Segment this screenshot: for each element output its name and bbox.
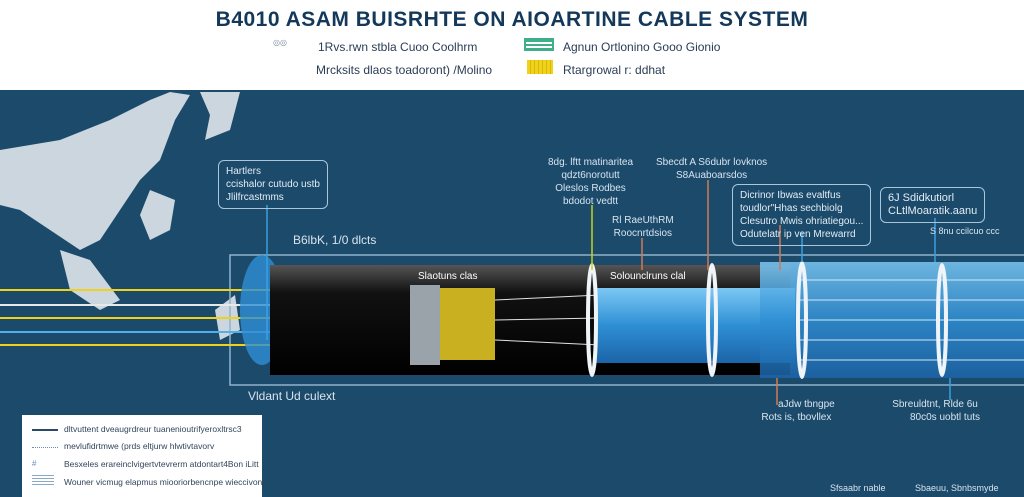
annotation-1: 8dg. lftt matinaritea qdzt6norotutt Oles… xyxy=(548,156,633,208)
asia-map xyxy=(0,92,240,340)
legend-item: Agnun Ortlonino Gooo Gionio xyxy=(563,40,721,54)
annotation-line: qdzt6norotutt xyxy=(561,170,620,181)
annotation-line: Sbecdt A S6dubr lovknos xyxy=(656,157,768,168)
incoming-fiber-lines xyxy=(0,289,270,346)
callout-line: Hartlers xyxy=(226,166,262,177)
legend-row: mevlufidrtmwe (prds eltjurw hlwtivtavorv xyxy=(64,441,215,451)
annotation-line: Sbreuldtnt, Rlde 6u xyxy=(892,399,978,410)
page-title: B4010 ASAM BUISRHTE ON AIOARTINE CABLE S… xyxy=(215,8,809,31)
green-stripes-icon xyxy=(524,38,554,51)
callout-box-3: Dicrinor Ibwas evaltfus toudlor"Hhas sec… xyxy=(732,184,872,246)
annotation-line: Rl RaeUthRM xyxy=(612,215,674,226)
callout-line: Dicrinor Ibwas evaltfus xyxy=(740,190,841,201)
bottom-left-label: Vldant Ud culext xyxy=(248,389,336,403)
core-label: Solounclruns clal xyxy=(610,271,686,282)
legend-item: 1Rvs.rwn stbla Cuoo Coolhrm xyxy=(318,40,478,54)
section-label: B6lbK, 1/0 dlcts xyxy=(293,233,377,247)
callout-line: 6J Sdidkutiorl xyxy=(888,192,955,204)
legend-row: Wouner vicmug elapmus miooriorbencnpe wi… xyxy=(64,477,269,487)
legend-row: Besxeles erareinclvigertvtevrerm atdonta… xyxy=(64,459,259,469)
block-icon xyxy=(32,475,54,487)
annotation-2: Rl RaeUthRM Roocnrtdsios xyxy=(612,214,674,240)
annotation-line: bdodot vedtt xyxy=(563,196,619,207)
annotation-line: 8dg. lftt matinaritea xyxy=(548,157,634,168)
yellow-fiber-layer xyxy=(440,288,495,360)
section-frame xyxy=(229,254,1024,386)
yellow-fiber-icon xyxy=(527,60,553,74)
annotation-line: Roocnrtdsios xyxy=(613,228,673,239)
small-text-icon xyxy=(32,443,58,448)
annotation-line: Rots is, tbovllex xyxy=(761,412,832,423)
clamp-rings xyxy=(586,261,948,379)
bottom-annotation-2: Sbreuldtnt, Rlde 6u 80c0s uobtl tuts xyxy=(890,398,980,424)
callout-line: Odutelatr ip ven Mrewarrd xyxy=(740,229,856,240)
line-icon xyxy=(32,429,58,431)
annotation-line: S8Auaboarsdos xyxy=(676,170,748,181)
legend-row: dltvuttent dveaugrdreur tuanenioutrifyer… xyxy=(64,424,242,434)
header: B4010 ASAM BUISRHTE ON AIOARTINE CABLE S… xyxy=(0,0,1024,90)
callout-line: CLtlMoaratik.aanu xyxy=(888,205,978,217)
steel-armor xyxy=(410,285,440,365)
cable-cross-section-icon: ◎◎ xyxy=(273,38,287,47)
leader-lines xyxy=(266,180,951,405)
callout-line: Jlilfrcastmms xyxy=(226,192,284,203)
callout-line: ccishalor cutudo ustb xyxy=(226,179,320,190)
map-callout: Hartlers ccishalor cutudo ustb Jlilfrcas… xyxy=(218,160,328,209)
annotation-line: aJdw tbngpe xyxy=(778,399,835,410)
footer-label: Sbaeuu, Sbnbsmyde xyxy=(915,483,999,493)
legend-item: Rtargrowal r: ddhat xyxy=(563,63,666,77)
callout-box-4: 6J Sdidkutiorl CLtlMoaratik.aanu xyxy=(880,187,986,223)
footer-label: Sfsaabr nable xyxy=(830,483,886,493)
annotation-line: 80c0s uobtl tuts xyxy=(910,412,981,423)
bottom-annotation-1: aJdw tbngpe Rots is, tbovllex xyxy=(758,398,835,424)
callout-line: Clesutro Mwis ohriatiegou... xyxy=(740,216,864,227)
legend-item: Mrcksits dlaos toadoront) /Molino xyxy=(316,63,493,77)
legend-box: dltvuttent dveaugrdreur tuanenioutrifyer… xyxy=(22,415,269,497)
annotation-line: Oleslos Rodbes xyxy=(555,183,626,194)
annotation-3: Sbecdt A S6dubr lovknos S8Auaboarsdos xyxy=(656,156,767,182)
right-small-label: S 8nu ccilcuo ccc xyxy=(930,226,1000,236)
callout-line: toudlor"Hhas sechbiolg xyxy=(740,203,843,214)
sheath-label: Slaotuns clas xyxy=(418,271,478,282)
number-icon: # xyxy=(32,459,37,468)
